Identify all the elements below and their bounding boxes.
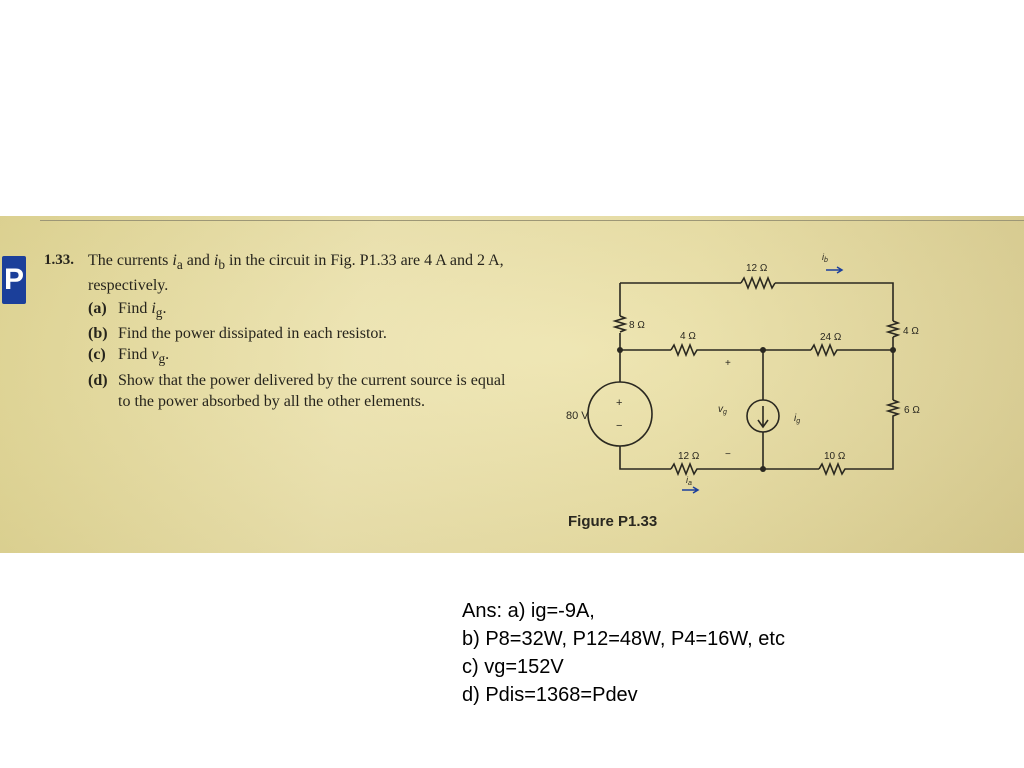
current-source-arrow-icon (757, 406, 769, 429)
circuit-figure: + − 80 V + − vg ig ib ia 12 Ω 8 Ω 4 Ω 4 … (566, 252, 920, 530)
answers: Ans: a) ig=-9A, b) P8=32W, P12=48W, P4=1… (462, 597, 785, 709)
wire-source-to-bottom (619, 446, 671, 470)
resistor-4-right (885, 320, 901, 338)
wire-right-6-to-bottom (849, 418, 894, 470)
answer-a: Ans: a) ig=-9A, (462, 600, 595, 622)
resistor-4-mid (670, 342, 701, 358)
resistor-12-top (740, 275, 776, 291)
r12-top-label: 12 Ω (746, 263, 768, 274)
answer-d: d) Pdis=1368=Pdev (462, 684, 638, 706)
vsource-label: 80 V (566, 410, 589, 422)
r12-bottom-label: 12 Ω (678, 451, 700, 462)
answer-b: b) P8=32W, P12=48W, P4=16W, etc (462, 628, 785, 650)
page-rule (40, 220, 1024, 221)
ig-label: ig (794, 413, 800, 425)
ib-arrow-icon (826, 266, 844, 274)
current-source-icon (746, 399, 780, 433)
vsource-minus: − (616, 420, 622, 432)
ia-arrow-icon (682, 486, 700, 494)
resistor-10 (818, 461, 849, 477)
problem-1-33: 1.33. The currents ia and ib in the circ… (44, 250, 514, 412)
problem-number: 1.33. (44, 252, 74, 268)
r4-mid-label: 4 Ω (680, 331, 696, 342)
r6-label: 6 Ω (904, 405, 920, 416)
resistor-8 (612, 315, 628, 333)
ia-label: ia (686, 475, 692, 487)
figure-caption: Figure P1.33 (568, 513, 657, 530)
resistor-12-bottom (670, 461, 701, 477)
part-b: (b)Find the power dissipated in each res… (88, 325, 387, 343)
vg-plus: + (725, 358, 731, 369)
problem-statement: The currents ia and ib in the circuit in… (88, 252, 504, 295)
textbook-photo: P 1.33. The currents ia and ib in the ci… (0, 216, 1024, 553)
r24-label: 24 Ω (820, 332, 842, 343)
r8-label: 8 Ω (629, 320, 645, 331)
resistor-6 (885, 399, 901, 418)
node-left (617, 347, 623, 353)
ib-label: ib (822, 252, 828, 264)
vg-minus: − (725, 449, 731, 460)
wire-top-b (775, 282, 894, 321)
r10-label: 10 Ω (824, 451, 846, 462)
resistor-24 (810, 342, 843, 358)
voltage-source-icon (587, 381, 653, 447)
part-c: (c)Find vg. (88, 346, 170, 367)
node-center-bottom (760, 466, 766, 472)
p-logo-icon: P (2, 256, 26, 304)
part-a: (a)Find ig. (88, 300, 167, 321)
vg-label: vg (718, 404, 727, 416)
answer-c: c) vg=152V (462, 656, 564, 678)
node-center-top (760, 347, 766, 353)
vsource-plus: + (616, 397, 622, 409)
r4-right-label: 4 Ω (903, 326, 919, 337)
node-right (890, 347, 896, 353)
photo-shading (0, 216, 1024, 553)
part-d: (d)Show that the power delivered by the … (88, 371, 506, 410)
